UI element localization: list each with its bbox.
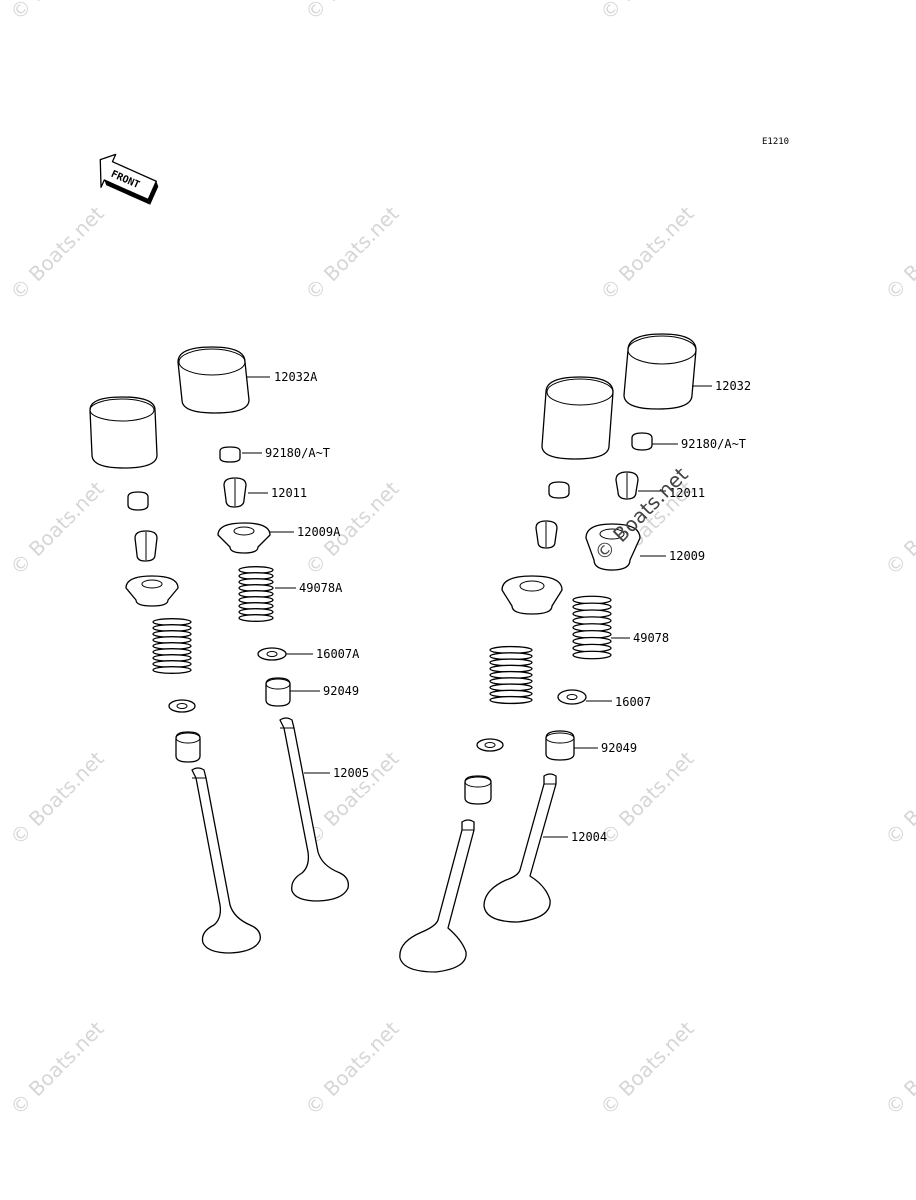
part-callout: 12011 — [638, 486, 705, 500]
retainer-left — [125, 575, 179, 607]
valve-12005 — [279, 717, 349, 902]
part-number-label: 12005 — [333, 766, 369, 780]
retainer-12009 — [585, 523, 641, 571]
spring-coil — [572, 650, 612, 660]
watermark-text: © Boats.net — [880, 201, 916, 304]
spring-left — [152, 618, 192, 674]
part-labels: 12032A 92180/A~T 12011 12009A 49078A 16007A 92… — [242, 370, 751, 844]
part-number-label: 12009A — [297, 525, 341, 539]
watermark-text: © Boats.net — [595, 0, 698, 25]
cotter-left — [134, 530, 158, 562]
watermark-text: © Boats.net — [595, 1016, 698, 1119]
watermark-text: © Boats.net — [5, 1016, 108, 1119]
part-callout: 49078 — [611, 631, 669, 645]
part-number-label: 92180/A~T — [681, 437, 746, 451]
part-callout: 92180/A~T — [242, 446, 330, 460]
seat-left — [168, 699, 196, 713]
valve-12004 — [483, 773, 557, 923]
part-callout: 12009 — [640, 549, 705, 563]
cotter-12011 — [223, 477, 247, 508]
part-number-label: 49078 — [633, 631, 669, 645]
part-callout: 12009A — [270, 525, 341, 539]
exhaust-valve-assembly — [483, 333, 697, 923]
tappet-left — [89, 396, 158, 469]
oil-seal-right-center — [464, 775, 492, 805]
valve-left — [191, 767, 261, 954]
shim-92180-r — [631, 432, 653, 451]
watermark-text: © Boats.net — [300, 746, 403, 849]
part-number-label: 92049 — [601, 741, 637, 755]
part-callout: 12032A — [247, 370, 318, 384]
shim-right-center — [548, 481, 570, 499]
part-number-label: 12011 — [271, 486, 307, 500]
oil-seal-left — [175, 731, 201, 763]
shim-left — [127, 491, 149, 511]
seat-16007A — [257, 647, 287, 661]
oil-seal-92049-r — [545, 730, 575, 761]
cotter-right-center — [535, 520, 558, 549]
diagram-code: E1210 — [762, 137, 789, 147]
watermark-text: © Boats.net — [880, 746, 916, 849]
watermark-text: © Boats.net — [300, 201, 403, 304]
part-number-label: 16007 — [615, 695, 651, 709]
part-callout: 92049 — [574, 741, 637, 755]
part-number-label: 12009 — [669, 549, 705, 563]
left-valve-assembly — [89, 396, 261, 954]
spring-49078 — [572, 595, 612, 660]
spring-coil — [238, 614, 274, 622]
oil-seal-92049 — [265, 677, 291, 707]
part-number-label: 12032 — [715, 379, 751, 393]
part-number-label: 12011 — [669, 486, 705, 500]
shim-92180 — [219, 446, 241, 463]
watermark-text: © Boats.net — [595, 746, 698, 849]
spring-coil — [152, 666, 192, 674]
retainer-right-center — [501, 575, 563, 615]
part-number-label: 16007A — [316, 647, 360, 661]
part-number-label: 92180/A~T — [265, 446, 330, 460]
part-number-label: 12032A — [274, 370, 318, 384]
seat-16007 — [557, 689, 587, 705]
part-callout: 92049 — [290, 684, 359, 698]
part-callout: 12011 — [248, 486, 307, 500]
watermark-text: © Boats.net — [880, 1016, 916, 1119]
valve-right-center — [399, 819, 475, 973]
part-callout: 12004 — [543, 830, 607, 844]
seat-right-center — [476, 738, 504, 752]
part-callout: 12032 — [692, 379, 751, 393]
part-number-label: 92049 — [323, 684, 359, 698]
part-number-label: 12004 — [571, 830, 607, 844]
watermark-text: © Boats.net — [880, 476, 916, 579]
spring-49078A — [238, 566, 274, 622]
spring-right-center — [489, 645, 533, 705]
watermark-text: © Boats.net — [300, 0, 403, 25]
watermark-text: © Boats.net — [5, 201, 108, 304]
part-callout: 16007 — [586, 695, 651, 709]
right-exploded-assembly — [399, 376, 614, 973]
tappet-12032A — [177, 346, 250, 414]
watermark-text: © Boats.net — [5, 0, 108, 25]
part-callout: 16007A — [286, 647, 360, 661]
part-callout: 12005 — [304, 766, 369, 780]
part-number-label: 49078A — [299, 581, 343, 595]
cotter-12011-r — [615, 471, 639, 500]
intake-valve-assembly — [177, 346, 349, 902]
part-callout: 92180/A~T — [652, 437, 746, 451]
front-arrow-icon: FRONT — [99, 153, 159, 205]
watermark-text: © Boats.net — [595, 201, 698, 304]
retainer-12009A — [217, 522, 271, 554]
watermark-text: © Boats.net — [300, 1016, 403, 1119]
part-callout: 49078A — [275, 581, 343, 595]
tappet-right-center — [541, 376, 614, 460]
watermark-text: © Boats.net — [5, 476, 108, 579]
watermark-text: © Boats.net — [5, 746, 108, 849]
tappet-12032 — [623, 333, 697, 410]
spring-coil — [489, 695, 533, 705]
